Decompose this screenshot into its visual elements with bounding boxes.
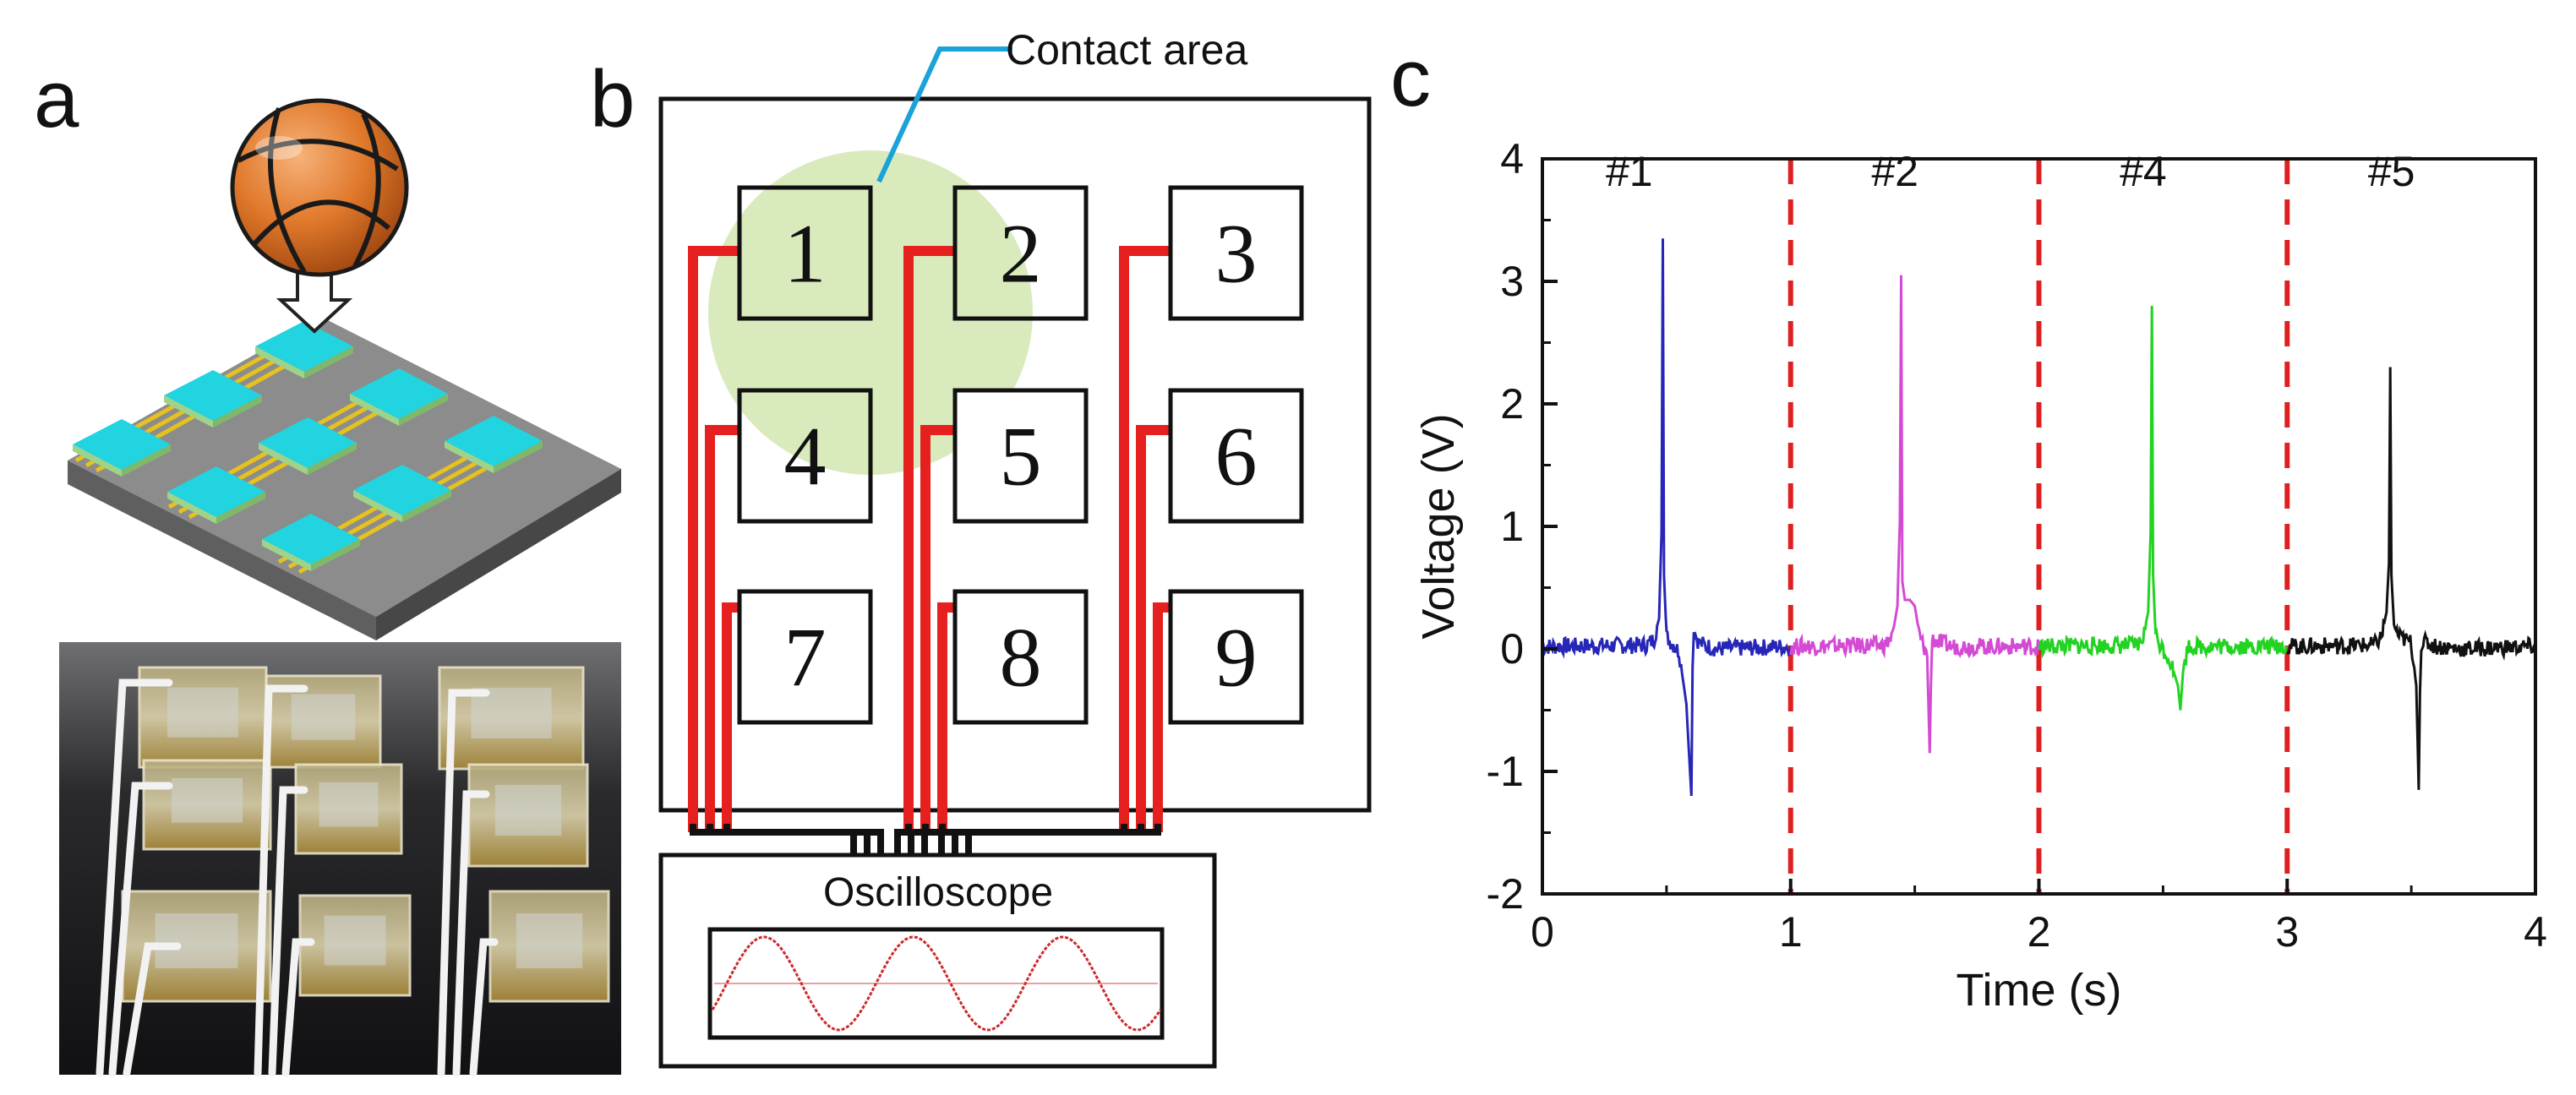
photo-sensor — [298, 894, 412, 997]
substrate-top — [68, 317, 621, 617]
segment-label: #1 — [1606, 148, 1653, 195]
sensor-pad — [259, 417, 357, 475]
device-illustration — [68, 98, 621, 640]
segment-label: #2 — [1871, 148, 1918, 195]
sensor-cell-label: 3 — [1215, 207, 1258, 301]
oscilloscope-label: Oscilloscope — [823, 870, 1053, 915]
sensor-cell-label: 5 — [1000, 410, 1042, 504]
y-tick-label: 2 — [1500, 380, 1524, 428]
bus-line — [952, 824, 1144, 855]
electrode-wire — [1153, 602, 1171, 832]
oscilloscope-sine-wave — [711, 935, 1162, 1032]
sensor-cell: 5 — [952, 388, 1089, 524]
basketball-icon — [230, 98, 409, 277]
y-axis-label: Voltage (V) — [1413, 413, 1464, 639]
signal-bus — [690, 824, 1161, 855]
panel-a: a — [34, 54, 621, 1077]
sensor-pad — [73, 419, 171, 477]
y-tick-label: 4 — [1500, 135, 1524, 182]
sensor-cell: 2 — [952, 185, 1089, 321]
electrode-wire — [1136, 425, 1171, 832]
y-tick-label: 3 — [1500, 258, 1524, 305]
electrode-wire — [688, 246, 740, 832]
electrode-wires — [688, 246, 1171, 832]
electrode-wire — [903, 246, 955, 832]
sensor-cell: 9 — [1168, 589, 1304, 725]
electrode-wire — [937, 602, 955, 832]
sensor-cell: 3 — [1168, 185, 1304, 321]
sensor-pad — [255, 321, 353, 379]
x-tick-label: 2 — [2028, 908, 2051, 956]
photo-sensor — [142, 759, 272, 851]
photo-sensor — [138, 666, 268, 769]
device-photo — [59, 642, 621, 1077]
sensor-cell-label: 9 — [1215, 611, 1258, 705]
sensor-cell: 7 — [737, 589, 873, 725]
sensor-cells: 1 2 3 4 5 6 7 8 9 — [737, 185, 1304, 725]
sensor-cell-label: 7 — [784, 611, 827, 705]
bus-line — [723, 824, 884, 855]
panel-a-letter: a — [34, 54, 79, 144]
series-line — [1789, 275, 2040, 754]
electrode-wire — [722, 602, 740, 832]
sensor-cell: 6 — [1168, 388, 1304, 524]
photo-wires — [96, 678, 499, 1077]
contact-area-label: Contact area — [1006, 26, 1247, 74]
photo-sensor — [121, 890, 272, 1003]
x-tick-label: 0 — [1531, 908, 1554, 956]
y-tick-label: 0 — [1500, 625, 1524, 673]
sensor-cell: 4 — [737, 388, 873, 524]
series-line — [1541, 238, 1793, 797]
substrate-right-side — [376, 469, 621, 640]
sensor-cell-label: 6 — [1215, 410, 1258, 504]
sensor-cell: 8 — [952, 589, 1089, 725]
series-line — [2038, 305, 2289, 711]
bus-line — [894, 824, 912, 855]
sensor-cell-label: 2 — [1000, 207, 1042, 301]
y-tick-label: 1 — [1500, 503, 1524, 550]
y-tick-label: -2 — [1487, 870, 1524, 918]
series-line — [2285, 367, 2537, 790]
x-tick-label: 1 — [1779, 908, 1803, 956]
sensor-pad — [353, 465, 451, 522]
y-tick-label: -1 — [1487, 748, 1524, 795]
sensor-pad — [445, 416, 543, 473]
panel-b-letter: b — [590, 54, 635, 144]
electrode-wire — [920, 425, 955, 832]
segment-label: #4 — [2120, 148, 2167, 195]
bus-line — [690, 824, 857, 855]
x-tick-label: 4 — [2524, 908, 2547, 956]
down-arrow-icon — [276, 267, 353, 334]
panel-b: b 1 2 3 4 5 6 7 8 9 Contact area Oscilloscope — [590, 26, 1372, 1069]
sensor-pad — [262, 514, 360, 571]
sensor-cell-label: 8 — [1000, 611, 1042, 705]
segment-label: #5 — [2368, 148, 2415, 195]
substrate-left-side — [68, 460, 376, 640]
electrode-wire — [1119, 246, 1171, 832]
contact-area-callout — [876, 46, 1012, 183]
photo-sensor — [488, 890, 610, 1003]
x-tick-label: 3 — [2275, 908, 2299, 956]
photo-sensor — [294, 763, 403, 855]
sensor-pad — [350, 368, 448, 426]
sensor-pad — [167, 466, 265, 524]
x-axis-label: Time (s) — [1957, 965, 2122, 1016]
bus-line — [965, 824, 1161, 855]
photo-sensors — [121, 666, 610, 1003]
sensor-pads — [73, 321, 543, 571]
panel-c-letter: c — [1390, 33, 1431, 123]
bus-line — [707, 824, 870, 855]
sensor-pad — [164, 370, 262, 428]
photo-sensor — [438, 666, 585, 771]
sensor-cell-label: 4 — [784, 410, 827, 504]
sensor-cell-label: 1 — [784, 207, 827, 301]
electrode-wire — [705, 425, 740, 832]
sensor-cell: 1 — [737, 185, 873, 321]
photo-sensor — [467, 763, 589, 868]
